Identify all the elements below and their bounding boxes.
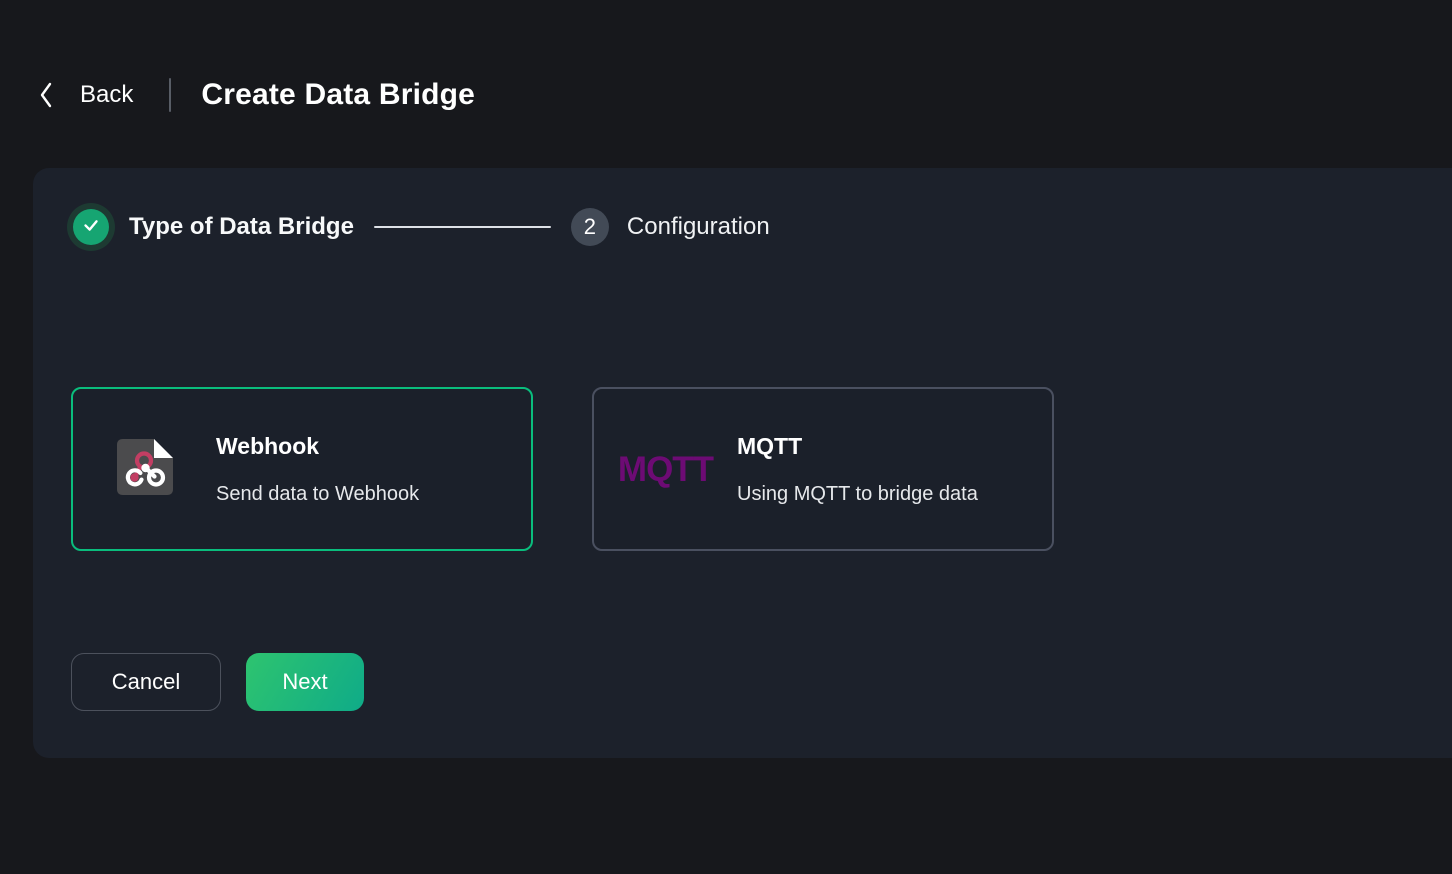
step-1-completed-badge — [73, 209, 109, 245]
page-title: Create Data Bridge — [201, 78, 476, 111]
webhook-card-title: Webhook — [216, 432, 320, 459]
mqtt-card-title: MQTT — [737, 432, 803, 459]
webhook-card-description: Send data to Webhook — [216, 482, 420, 505]
page-header: Back Create Data Bridge — [38, 72, 475, 118]
check-icon — [80, 214, 102, 241]
wizard-actions: Cancel Next — [71, 653, 1414, 711]
step-2-label: Configuration — [626, 213, 770, 240]
back-button[interactable]: Back — [38, 80, 133, 110]
mqtt-logo-icon: MQTT — [617, 449, 714, 489]
mqtt-card-description: Using MQTT to bridge data — [737, 482, 978, 505]
wizard-panel: Type of Data Bridge 2 Configuration — [33, 168, 1452, 758]
bridge-type-card-mqtt[interactable]: MQTT MQTT Using MQTT to bridge data — [592, 387, 1054, 551]
step-1-label: Type of Data Bridge — [129, 213, 354, 240]
bridge-type-card-list: Webhook Send data to Webhook MQTT MQTT U… — [71, 387, 1414, 551]
chevron-left-icon — [38, 80, 54, 110]
mqtt-card-text: MQTT Using MQTT to bridge data — [737, 432, 978, 505]
bridge-type-card-webhook[interactable]: Webhook Send data to Webhook — [71, 387, 533, 551]
mqtt-card-icon-zone: MQTT — [594, 452, 737, 487]
step-2-number-badge: 2 — [570, 208, 609, 246]
webhook-document-icon — [115, 437, 175, 502]
next-button[interactable]: Next — [246, 653, 364, 711]
webhook-card-text: Webhook Send data to Webhook — [216, 432, 420, 505]
header-divider — [169, 78, 172, 112]
back-label: Back — [80, 81, 134, 108]
webhook-card-icon-zone — [73, 437, 216, 502]
cancel-button[interactable]: Cancel — [71, 653, 221, 711]
stepper: Type of Data Bridge 2 Configuration — [71, 203, 1414, 251]
stepper-connector-line — [373, 226, 551, 228]
